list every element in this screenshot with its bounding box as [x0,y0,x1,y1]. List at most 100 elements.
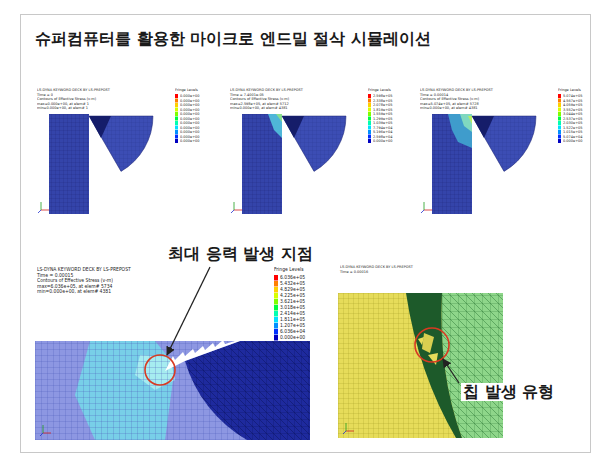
simulation-frame [231,114,346,214]
plot-info: Time = 0.00016 [340,270,368,274]
fringe-value: 4.225e+05 [280,293,305,298]
fringe-scale [175,94,178,143]
fringe-value: 0.000e+00 [180,94,200,98]
illustration-part [276,114,282,122]
illustration-part [268,114,282,138]
simulation-frame [421,114,536,214]
fringe-value: 2.414e+05 [280,311,305,316]
fringe-title: Fringe Levels [368,88,391,92]
illustration-part [89,116,153,171]
fringe-value: 3.552e+05 [563,108,583,112]
highlight-circle [145,355,175,385]
illustration-part [338,293,503,438]
fringe-value: 0.000e+00 [180,135,200,139]
fringe-value: 3.044e+05 [563,112,583,116]
plot-info: LS-DYNA KEYWORD DECK BY LS-PREPOST [420,88,493,92]
plot-info: max=5.074e+05, at elem# 5728 [420,102,479,106]
fringe-value: 5.074e+04 [563,135,583,139]
plot-info: Contours of Effective Stress (v-m) [230,97,289,101]
plot-info: Time = 0 [37,93,53,97]
plot-info: LS-DYNA KEYWORD DECK BY LS-PREPOST [37,88,110,92]
illustration-part [343,423,354,434]
illustration-part [35,341,310,440]
callout-label: 최대 응력 발생 지점 [168,246,313,262]
illustration-part [242,114,282,214]
illustration-part [432,114,472,214]
figure-title: 슈퍼컴퓨터를 활용한 마이크로 엔드밀 절삭 시뮬레이션 [35,31,431,47]
fringe-value: 4.829e+05 [280,287,305,292]
fringe-value: 3.018e+05 [280,305,305,310]
fringe-value: 7.794e+04 [373,126,393,130]
illustration-part [185,341,310,440]
fringe-value: 1.811e+05 [280,317,305,322]
fringe-value: 1.299e+05 [373,117,393,121]
fringe-value: 4.059e+05 [563,103,583,107]
leader-arrow [167,267,210,355]
illustration-part [468,116,472,124]
figure-frame [21,15,591,453]
illustration-part [282,116,346,171]
simulation-frame [38,114,153,214]
plot-info: min=0.000e+00, at elem# 1 [37,106,88,110]
fringe-value: 2.338e+05 [373,99,393,103]
fringe-title: Fringe Levels [175,88,198,92]
plot-info: Time = 0.00015 [37,273,73,278]
illustration-part [448,114,472,148]
plot-info: LS-DYNA KEYWORD DECK BY LS-PREPOST [230,88,303,92]
illustration-part [338,293,503,438]
illustration-part [185,341,310,440]
illustration-part [165,340,240,371]
fringe-value: 5.196e+04 [373,130,393,134]
fringe-value: 2.598e+04 [373,135,393,139]
illustration-part [35,341,310,440]
leader-arrow [443,359,459,383]
fringe-value: 1.819e+05 [373,108,393,112]
illustration-part [422,333,434,353]
plot-info: Contours of Effective Stress (v-m) [420,97,479,101]
plot-info: max=0.000e+00, at elem# 1 [37,102,89,106]
fringe-value: 0.000e+00 [180,108,200,112]
illustration-part [421,202,432,213]
fringe-value: 0.000e+00 [180,139,200,143]
illustration-part [40,425,51,436]
illustration-part [231,202,242,213]
fringe-value: 4.567e+05 [563,99,583,103]
fringe-value: 6.036e+04 [280,329,305,334]
fringe-value: 1.015e+05 [563,130,583,134]
plot-info: min=0.000e+00, at elem# 4381 [420,106,478,110]
plot-info: Contours of Effective Stress (v-m) [37,97,96,101]
stress-closeup [35,340,310,440]
fringe-scale [558,94,561,143]
plot-info: Contours of Effective Stress (v-m) [37,278,113,283]
plot-info: min=0.000e+00, at elem# 4381 [230,106,288,110]
plot-info: min=0.000e+00, at elem# 4381 [37,289,111,294]
fringe-value: 1.559e+05 [373,112,393,116]
fringe-title: Fringe Levels [274,267,303,272]
fringe-value: 3.621e+05 [280,299,305,304]
fringe-value: 2.598e+05 [373,94,393,98]
fringe-title: Fringe Levels [558,88,581,92]
illustration-part [406,293,462,438]
plot-info: LS-DYNA KEYWORD DECK BY LS-PREPOST [37,267,131,272]
fringe-value: 1.207e+05 [280,323,305,328]
illustration-part [418,337,424,345]
fringe-value: 1.039e+05 [373,121,393,125]
fringe-value: 0.000e+00 [180,103,200,107]
fringe-value: 0.000e+00 [563,139,583,143]
chip-closeup [338,293,503,438]
fringe-value: 0.000e+00 [180,126,200,130]
fringe-value: 0.000e+00 [180,130,200,134]
fringe-value: 5.432e+05 [280,281,305,286]
fringe-value: 2.030e+05 [563,121,583,125]
plot-info: Time = 7.4001e-05 [230,93,264,97]
illustration-part [460,114,472,132]
fringe-value: 0.000e+00 [180,99,200,103]
fringe-value: 0.000e+00 [180,117,200,121]
illustration-part [38,202,49,213]
fringe-value: 5.074e+05 [563,94,583,98]
fringe-value: 0.000e+00 [373,139,393,143]
callout-label: 칩 발생 유형 [461,383,556,401]
highlight-circle [415,328,449,362]
fringe-scale [274,275,278,341]
